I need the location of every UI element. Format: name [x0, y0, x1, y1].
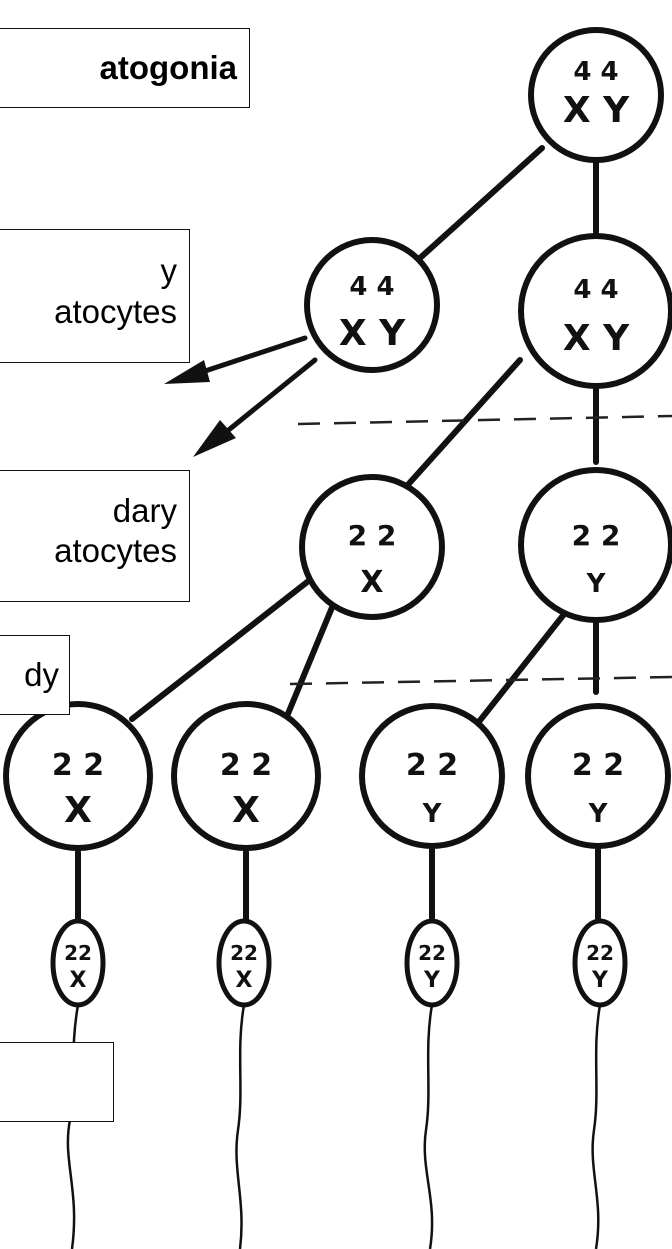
spermatid-label-text: dy	[24, 656, 59, 693]
sperm-tail	[423, 1004, 434, 1249]
cell-autosome-count: 2 2	[572, 748, 624, 783]
sperm-autosome-count: 22	[586, 941, 614, 965]
connector-line	[471, 610, 568, 731]
meiosis-divider	[297, 414, 672, 426]
spermatid-cell	[525, 703, 671, 849]
secondary-label-line2: atocytes	[54, 532, 177, 569]
primary-spermatocyte-cell	[518, 233, 672, 389]
secondary-spermatocytes-label: dary atocytes	[0, 470, 190, 602]
sperm-label	[0, 1042, 114, 1122]
cell-autosome-count: 4 4	[573, 57, 618, 87]
arrowhead-icon	[164, 360, 210, 384]
sperm-sex-chromosome: X	[70, 968, 87, 993]
spermatid-label: dy	[0, 635, 70, 715]
sperm-autosome-count: 22	[230, 941, 258, 965]
arrow-line	[217, 357, 318, 440]
spermatid-cell	[359, 703, 505, 849]
cell-sex-chromosomes: Y	[588, 799, 609, 829]
primary-spermatocytes-label: y atocytes	[0, 229, 190, 363]
spermatid-cell	[3, 701, 153, 851]
arrow-line	[187, 335, 308, 379]
primary-label-line2: atocytes	[54, 293, 177, 330]
cell-autosome-count: 4 4	[349, 272, 394, 302]
connector-line	[402, 357, 523, 491]
connector-line	[277, 590, 341, 736]
arrowhead-icon	[193, 420, 236, 457]
cell-sex-chromosomes: X	[360, 565, 383, 600]
cell-autosome-count: 2 2	[348, 519, 397, 552]
primary-label-line1: y	[160, 252, 178, 289]
sperm-autosome-count: 22	[64, 941, 92, 965]
secondary-label-line1: dary	[112, 492, 177, 529]
secondary-spermatocyte-cell	[299, 474, 445, 620]
connector-line	[129, 569, 323, 722]
cell-sex-chromosomes: X	[64, 790, 92, 831]
connector-line	[417, 145, 545, 261]
cell-autosome-count: 2 2	[220, 748, 272, 783]
secondary-spermatocyte-cell	[518, 467, 672, 623]
spermatogonia-label: atogonia	[0, 28, 250, 108]
cell-sex-chromosomes: Y	[586, 569, 607, 599]
cell-sex-chromosomes: X Y	[563, 318, 630, 359]
sperm-sex-chromosome: X	[236, 968, 253, 993]
spermatid-cell	[171, 701, 321, 851]
cell-sex-chromosomes: Y	[422, 799, 443, 829]
sperm-sex-chromosome: Y	[591, 968, 609, 993]
cell-autosome-count: 4 4	[573, 275, 618, 305]
meiosis-divider	[289, 675, 672, 686]
cell-sex-chromosomes: X Y	[339, 313, 406, 354]
sperm-sex-chromosome: Y	[423, 968, 441, 993]
primary-spermatocyte-cell	[304, 237, 440, 373]
spermatogonia-label-text: atogonia	[99, 49, 238, 86]
sperm-autosome-count: 22	[418, 941, 446, 965]
sperm-tail	[591, 1004, 602, 1249]
cell-autosome-count: 2 2	[406, 748, 458, 783]
cell-autosome-count: 2 2	[572, 519, 621, 552]
sperm-tail	[235, 1004, 246, 1249]
spermatogonium-cell	[528, 27, 664, 163]
cell-autosome-count: 2 2	[52, 748, 104, 783]
cell-sex-chromosomes: X	[232, 790, 260, 831]
cell-sex-chromosomes: X Y	[563, 90, 630, 131]
